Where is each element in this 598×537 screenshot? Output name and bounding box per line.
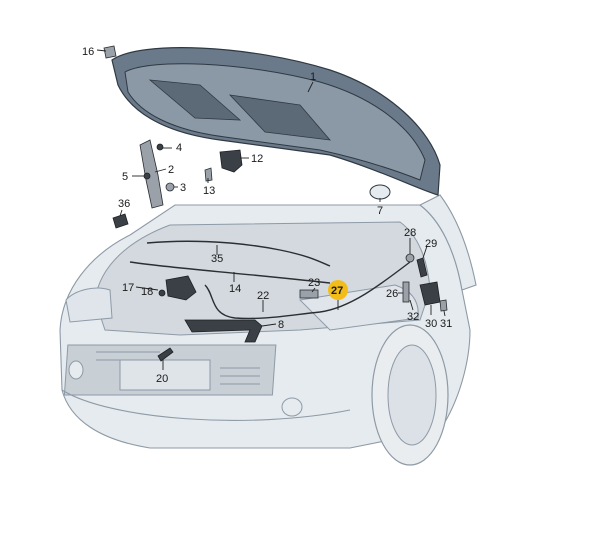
headlight-right xyxy=(298,284,419,331)
callout-30: 30 xyxy=(425,318,437,330)
hood-bumper-7 xyxy=(369,184,391,200)
part-32 xyxy=(439,299,448,312)
part-18 xyxy=(158,289,166,297)
hood xyxy=(111,47,441,200)
hood-brace xyxy=(148,79,242,121)
part-12-latch xyxy=(219,149,243,173)
fog-light-left xyxy=(68,360,84,380)
callout-2: 2 xyxy=(168,164,174,176)
callout-27: 27 xyxy=(331,285,343,297)
leader-lines xyxy=(96,49,446,370)
headlight-left xyxy=(65,287,113,323)
part-2-hinge xyxy=(139,139,164,209)
callout-27-highlight xyxy=(328,280,348,300)
callout-5: 5 xyxy=(122,171,128,183)
callout-23: 23 xyxy=(308,277,320,289)
callout-26: 26 xyxy=(386,288,398,300)
part-13 xyxy=(204,167,213,182)
part-4-bolt xyxy=(156,143,164,151)
part-26 xyxy=(402,281,410,303)
part-20-bolt xyxy=(157,347,174,362)
callout-36: 36 xyxy=(118,198,130,210)
callout-13: 13 xyxy=(203,185,215,197)
callout-20: 20 xyxy=(156,373,168,385)
callout-16: 16 xyxy=(82,46,94,58)
bumper-line xyxy=(61,389,351,421)
part-17-lock xyxy=(165,275,197,301)
part-22-cable xyxy=(204,261,411,320)
license-plate xyxy=(119,359,211,391)
callout-17: 17 xyxy=(122,282,134,294)
part-23 xyxy=(299,289,319,299)
part-5-bolt xyxy=(143,172,151,180)
callout-29: 29 xyxy=(425,238,437,250)
callout-14: 14 xyxy=(229,283,241,295)
callout-8: 8 xyxy=(278,319,284,331)
part-28 xyxy=(405,253,415,263)
part-16 xyxy=(103,45,117,59)
part-36 xyxy=(112,213,129,229)
callout-4: 4 xyxy=(176,142,182,154)
hood-brace-2 xyxy=(228,94,331,141)
callout-35: 35 xyxy=(211,253,223,265)
callout-labels: 16 1 2 4 5 3 36 12 13 7 35 14 17 18 22 8… xyxy=(82,46,452,385)
callout-31: 32 xyxy=(407,311,419,323)
fog-light-right xyxy=(281,397,303,417)
callout-1: 1 xyxy=(310,71,316,83)
parts xyxy=(103,45,448,362)
callout-22: 22 xyxy=(257,290,269,302)
part-3-nut xyxy=(165,182,175,192)
callout-3: 3 xyxy=(180,182,186,194)
callout-28: 28 xyxy=(404,227,416,239)
car-a-pillar xyxy=(418,194,477,291)
part-29 xyxy=(416,257,428,278)
part-35-seal xyxy=(146,240,331,267)
callout-32: 31 xyxy=(440,318,452,330)
part-14-cable xyxy=(129,261,331,284)
part-8-lever xyxy=(184,319,263,343)
callout-12: 12 xyxy=(251,153,263,165)
wheel-rim xyxy=(387,344,437,446)
callout-18: 18 xyxy=(141,286,153,298)
callout-7: 7 xyxy=(377,205,383,217)
